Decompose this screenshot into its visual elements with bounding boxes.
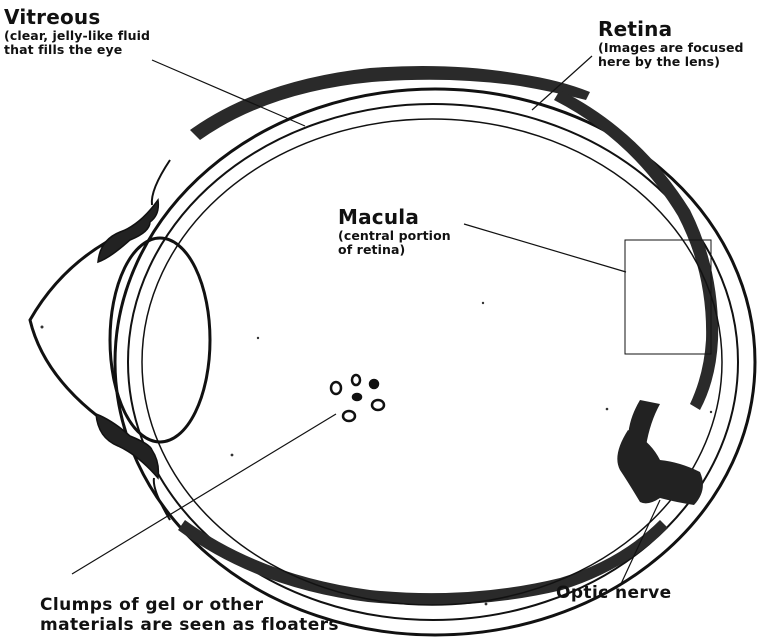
retina-band-top (190, 66, 590, 140)
floater (353, 394, 361, 400)
retina-band-right (554, 90, 718, 410)
speck (606, 408, 609, 411)
retina-title: Retina (598, 18, 744, 41)
floater (331, 382, 341, 394)
speck (41, 326, 44, 329)
speck (710, 411, 712, 413)
optic-nerve-stalk (628, 400, 660, 446)
macula-desc-line2: of retina) (338, 243, 451, 257)
speck (257, 337, 259, 339)
floaters-caption-line2: materials are seen as floaters (40, 616, 339, 636)
speck (231, 454, 234, 457)
retina-desc-line1: (Images are focused (598, 41, 744, 55)
speck (482, 302, 484, 304)
floaters-caption-line1: Clumps of gel or other (40, 596, 339, 616)
retina-inner-line (142, 119, 722, 605)
vitreous-desc-line2: that fills the eye (4, 43, 150, 57)
floaters-cluster (331, 375, 384, 421)
leader-macula (464, 224, 626, 272)
label-floaters: Clumps of gel or other materials are see… (40, 596, 339, 635)
iris-upper (98, 200, 158, 262)
label-macula: Macula (central portion of retina) (338, 206, 451, 258)
macula-title: Macula (338, 206, 451, 229)
vitreous-desc-line1: (clear, jelly-like fluid (4, 29, 150, 43)
iris-lower (96, 414, 158, 478)
label-vitreous: Vitreous (clear, jelly-like fluid that f… (4, 6, 150, 58)
floater (372, 400, 384, 410)
floater (343, 411, 355, 421)
vitreous-title: Vitreous (4, 6, 150, 29)
label-optic-nerve: Optic nerve (556, 584, 672, 604)
ciliary-upper (152, 160, 170, 205)
macula-desc-line1: (central portion (338, 229, 451, 243)
floater (370, 380, 378, 388)
floater (352, 375, 360, 385)
retina-desc-line2: here by the lens) (598, 55, 744, 69)
optic-nerve-shape (617, 430, 703, 505)
optic-nerve-title: Optic nerve (556, 584, 672, 604)
speck (485, 603, 488, 606)
label-retina: Retina (Images are focused here by the l… (598, 18, 744, 70)
lens (110, 238, 210, 442)
